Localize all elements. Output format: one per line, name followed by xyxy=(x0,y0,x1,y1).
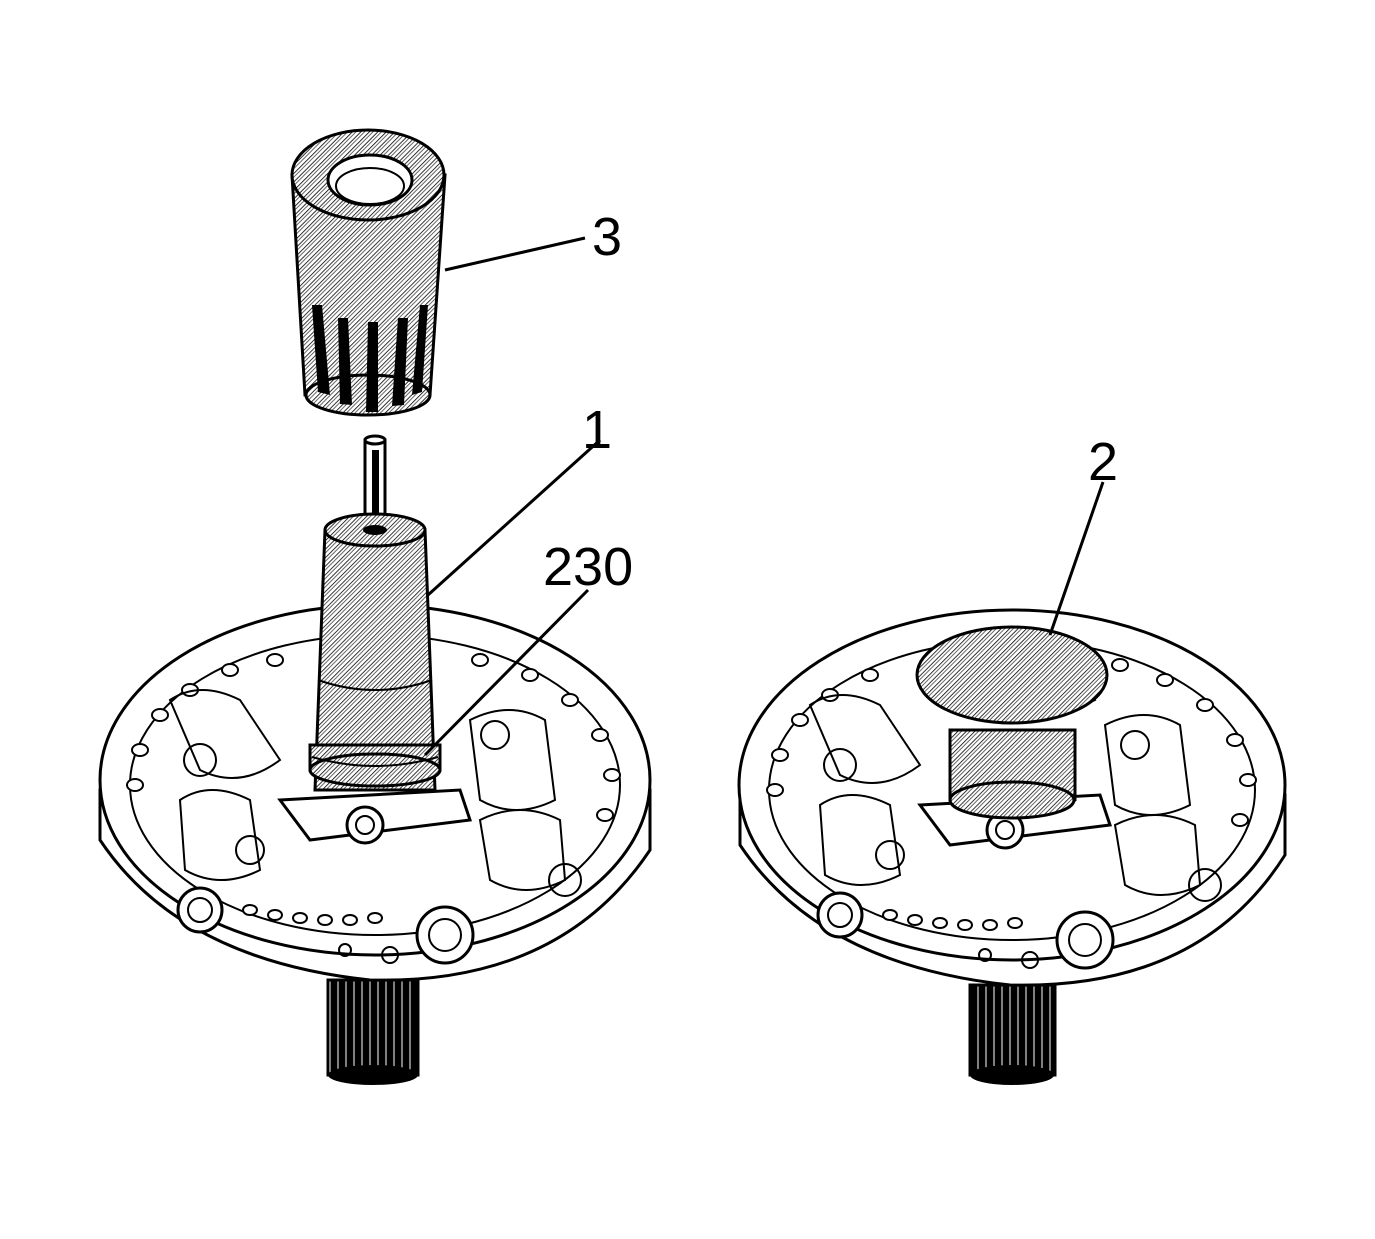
leader-2 xyxy=(1048,481,1105,636)
callout-label-230: 230 xyxy=(543,537,633,597)
callout-label-1: 1 xyxy=(582,400,612,460)
callout-label-3: 3 xyxy=(592,207,622,267)
right-shaft-spline xyxy=(968,983,1057,1085)
right-valve-bores xyxy=(808,694,1222,902)
driver-handle-grip-grooves xyxy=(312,305,428,412)
left-shaft-spline xyxy=(326,978,420,1085)
installer-tool-1 xyxy=(313,434,437,792)
right-front-bosses xyxy=(816,891,1115,970)
right-bolt-holes xyxy=(766,658,1257,931)
leader-230 xyxy=(423,588,590,757)
driver-handle-3 xyxy=(290,128,447,417)
left-valve-bores xyxy=(168,689,582,897)
leader-3 xyxy=(444,236,586,272)
seal-230 xyxy=(308,743,442,788)
installer-tool-2 xyxy=(915,625,1109,820)
callouts: 3 1 230 2 xyxy=(423,207,1118,757)
callout-label-2: 2 xyxy=(1088,432,1118,492)
left-front-bosses xyxy=(176,886,475,965)
left-bolt-holes xyxy=(126,653,621,926)
leader-1 xyxy=(426,438,602,597)
